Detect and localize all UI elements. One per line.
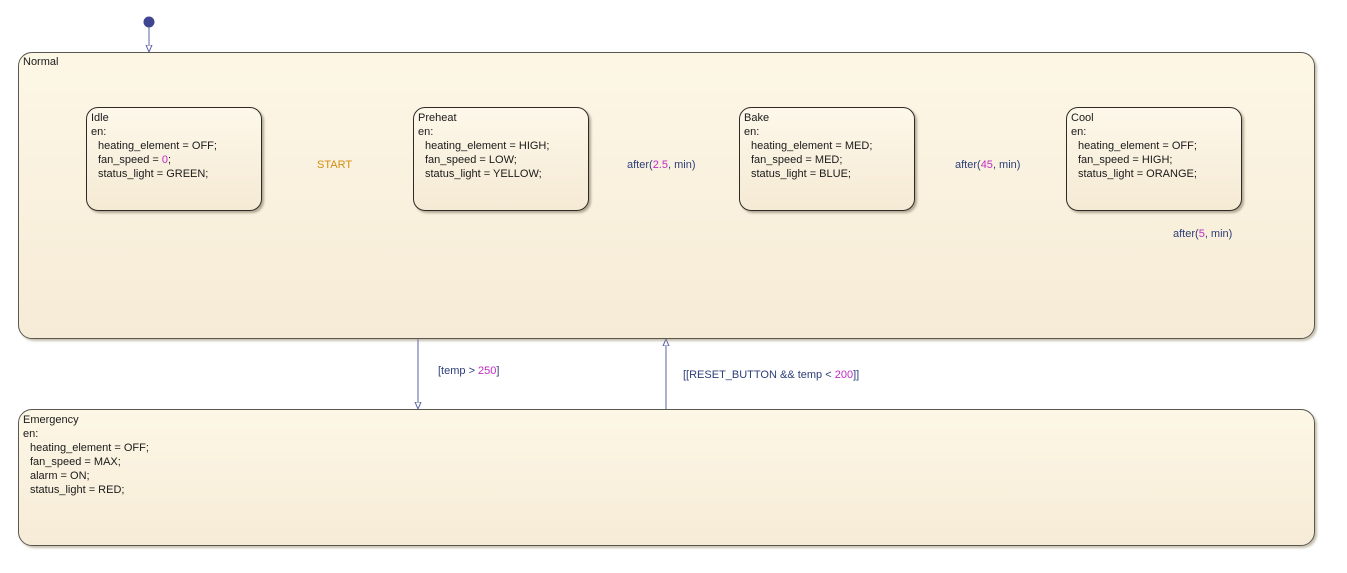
action-line: fan_speed = LOW; [425, 154, 517, 166]
entry-label: en: [744, 126, 760, 138]
action-line: status_light = ORANGE; [1078, 168, 1197, 180]
state-cool-title: Cool [1071, 112, 1094, 124]
action-line: alarm = ON; [30, 470, 90, 482]
action-line: status_light = GREEN; [98, 168, 209, 180]
action-line: heating_element = HIGH; [425, 140, 550, 152]
action-line: fan_speed = 0; [98, 154, 172, 166]
entry-label: en: [91, 126, 107, 138]
label-emergency-normal[interactable]: [[RESET_BUTTON && temp < 200]] [683, 369, 860, 381]
state-bake-title: Bake [744, 112, 770, 124]
action-line: fan_speed = MAX; [30, 456, 121, 468]
state-emergency-title: Emergency [23, 414, 79, 426]
action-line: status_light = RED; [30, 484, 125, 496]
entry-label: en: [1071, 126, 1087, 138]
label-cool-junction[interactable]: after(5, min) [1173, 228, 1233, 240]
action-line: fan_speed = HIGH; [1078, 154, 1173, 166]
action-line: fan_speed = MED; [751, 154, 843, 166]
label-normal-emergency[interactable]: [temp > 250] [438, 365, 500, 377]
action-line: heating_element = MED; [751, 140, 873, 152]
label-idle-preheat[interactable]: START [317, 159, 353, 171]
action-line: status_light = YELLOW; [425, 168, 542, 180]
default-transition-normal[interactable] [143, 16, 155, 53]
state-idle-title: Idle [91, 112, 109, 124]
label-bake-cool[interactable]: after(45, min) [955, 159, 1021, 171]
state-preheat[interactable]: Preheat en: heating_element = HIGH; fan_… [413, 107, 589, 211]
label-preheat-bake[interactable]: after(2.5, min) [627, 159, 696, 171]
state-emergency[interactable]: Emergency en: heating_element = OFF; fan… [18, 409, 1315, 546]
entry-label: en: [23, 428, 39, 440]
action-line: heating_element = OFF; [98, 140, 217, 152]
entry-label: en: [418, 126, 434, 138]
action-line: status_light = BLUE; [751, 168, 851, 180]
state-idle[interactable]: Idle en: heating_element = OFF; fan_spee… [86, 107, 262, 211]
state-bake[interactable]: Bake en: heating_element = MED; fan_spee… [739, 107, 915, 211]
state-cool[interactable]: Cool en: heating_element = OFF; fan_spee… [1066, 107, 1242, 211]
state-normal-title: Normal [23, 56, 59, 68]
action-line: heating_element = OFF; [30, 442, 149, 454]
state-preheat-title: Preheat [418, 112, 457, 124]
default-transition-dot-icon [143, 16, 155, 28]
action-line: heating_element = OFF; [1078, 140, 1197, 152]
